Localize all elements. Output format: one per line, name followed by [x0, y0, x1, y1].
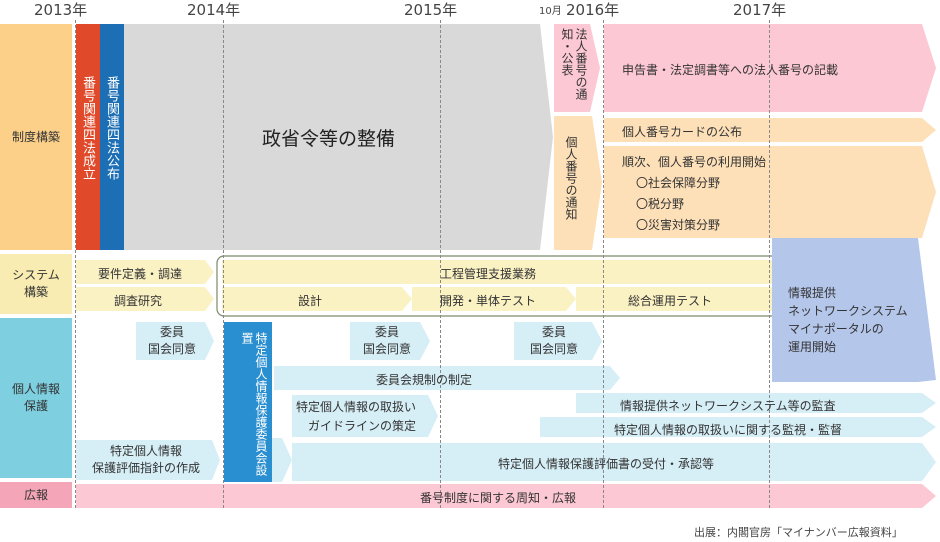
category-kojin-label: 個人情報保護: [11, 382, 60, 413]
year-2015: 2015年: [404, 1, 458, 19]
koho-label: 番号制度に関する周知・広報: [420, 491, 577, 505]
category-system-label: システム構築: [12, 268, 60, 299]
iin3-line-1: 委員: [541, 325, 566, 339]
card-label: 個人番号カードの公布: [622, 125, 743, 139]
month-october: 10月: [539, 6, 562, 17]
shinkoku-arrow: [604, 24, 936, 112]
kojin-tsuchi-label: 個人番号の通知: [564, 136, 578, 220]
sekkei-arrow: [222, 287, 412, 311]
teikyou-line-2: ネットワークシステム: [788, 304, 908, 318]
setchi-tail-arrow: [272, 438, 292, 482]
kanri-label: 工程管理支援業務: [440, 267, 537, 281]
guideline-line-1: 特定個人情報の取扱い: [296, 400, 417, 414]
setchi-label: 特定個人情報保護委員会設置: [240, 332, 268, 476]
kanshi-arrow: [540, 417, 936, 437]
shishin-line-1: 特定個人情報: [109, 444, 182, 458]
riyou-item-zei: 〇税分野: [636, 197, 685, 211]
kaihatsu-arrow: [412, 287, 576, 311]
kofu-bar: [100, 24, 124, 250]
iin2-line-1: 委員: [374, 325, 399, 339]
line-2015: [440, 20, 441, 508]
riyou-arrow: [604, 146, 936, 238]
year-2017: 2017年: [733, 1, 787, 19]
kisoku-label: 委員会規制の制定: [376, 373, 473, 387]
iin2-arrow: [350, 322, 430, 360]
year-2013: 2013年: [34, 1, 88, 19]
kisoku-arrow: [274, 366, 620, 390]
category-kojin: 個人情報保護: [0, 318, 72, 478]
chousa-arrow: [76, 287, 214, 311]
shishin-arrow: [76, 440, 220, 480]
line-2017: [769, 20, 770, 508]
line-2016: [603, 20, 604, 508]
iin1-line-1: 委員: [159, 325, 184, 339]
kanri-arrow: [222, 260, 780, 284]
shishin-line-2: 保護評価指針の作成: [91, 461, 200, 475]
teikyou-label: 情報提供 ネットワークシステム マイナポータルの 運用開始: [788, 284, 908, 356]
guideline-arrow: [292, 395, 438, 437]
riyou-label: 順次、個人番号の利用開始: [622, 155, 767, 169]
uketsuke-arrow: [292, 443, 936, 481]
year-2014: 2014年: [187, 1, 241, 19]
riyou-item-saigai: 〇災害対策分野: [636, 218, 721, 232]
uketsuke-label: 特定個人情報保護評価書の受付・承認等: [498, 457, 715, 471]
card-arrow: [604, 118, 936, 142]
seishorei-label: 政省令等の整備: [262, 128, 396, 150]
category-koho: 広報: [0, 482, 72, 508]
teikyou-line-4: 運用開始: [788, 340, 837, 354]
kaihatsu-label: 開発・単体テスト: [440, 294, 537, 308]
kojin-tsuchi-arrow: [554, 116, 602, 250]
iin1-arrow: [136, 322, 214, 360]
iin2-line-2: 国会同意: [362, 342, 411, 356]
seiritsu-bar: [76, 24, 100, 250]
line-2014: [223, 20, 224, 508]
line-2013: [75, 20, 76, 508]
iin2-label: 委員 国会同意: [350, 324, 424, 358]
koho-arrow: [76, 484, 936, 508]
hojin-tsuchi-arrow: [554, 24, 600, 112]
kofu-label: 番号関連四法公布: [104, 76, 119, 180]
chousa-label: 調査研究: [114, 294, 163, 308]
iin1-label: 委員 国会同意: [136, 324, 208, 358]
youken-label: 要件定義・調達: [98, 267, 183, 281]
teikyou-arrow: [772, 238, 936, 382]
kanshi-label: 特定個人情報の取扱いに関する監視・監督: [614, 423, 843, 437]
teikyou-line-3: マイナポータルの: [788, 322, 884, 336]
source-note: 出展：内閣官房「マイナンバー広報資料」: [694, 526, 903, 539]
seishorei-arrow: [124, 24, 553, 250]
kansa-label: 情報提供ネットワークシステム等の監査: [620, 399, 836, 413]
year-2016: 2016年: [566, 1, 620, 19]
iin1-line-2: 国会同意: [147, 342, 196, 356]
teikyou-line-1: 情報提供: [788, 286, 837, 300]
category-seido: 制度構築: [0, 24, 72, 250]
shinkoku-label: 申告書・法定調書等への法人番号の記載: [622, 63, 839, 77]
setchi-bar: [224, 322, 272, 482]
iin3-line-2: 国会同意: [529, 342, 578, 356]
seiritsu-label: 番号関連四法成立: [80, 76, 95, 180]
youken-arrow: [76, 260, 214, 284]
category-system: システム構築: [0, 254, 72, 314]
iin3-label: 委員 国会同意: [514, 324, 594, 358]
sougou-label: 総合運用テスト: [628, 294, 713, 308]
guideline-line-2: ガイドラインの策定: [308, 419, 417, 433]
kansa-arrow: [576, 393, 936, 413]
guideline-label: 特定個人情報の取扱い ガイドラインの策定: [296, 398, 416, 436]
iin3-arrow: [514, 322, 602, 360]
sekkei-label: 設計: [298, 294, 323, 308]
shishin-label: 特定個人情報 保護評価指針の作成: [80, 443, 212, 477]
riyou-item-shakai: 〇社会保障分野: [636, 176, 721, 190]
hojin-tsuchi-label: 法人番号の通知・公表: [560, 28, 588, 100]
sougou-arrow: [576, 287, 780, 311]
